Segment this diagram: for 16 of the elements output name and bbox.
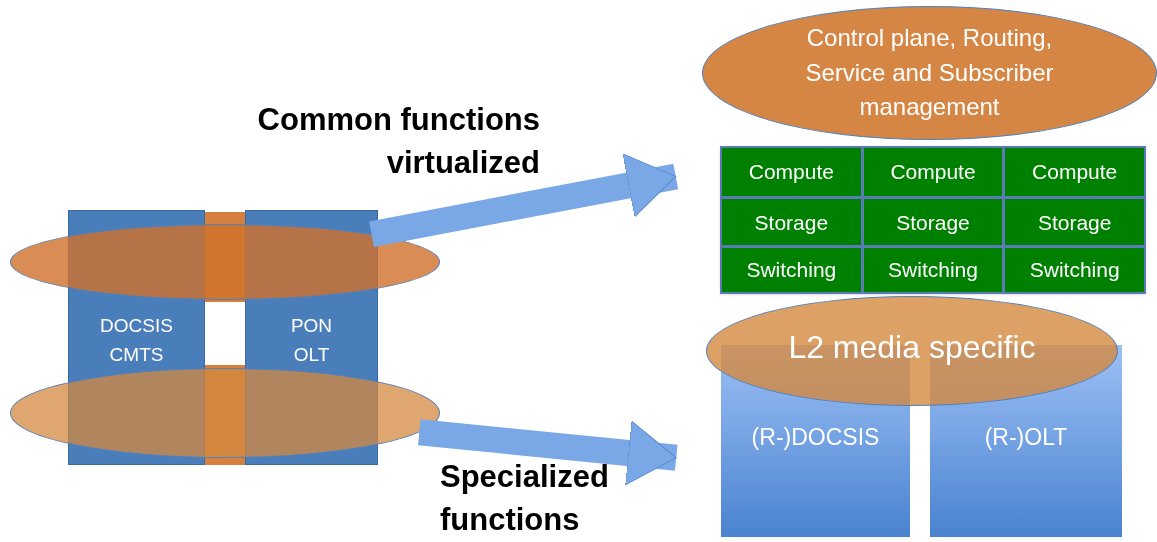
grid-cell: Compute [863, 148, 1003, 197]
caption-text: Common functions virtualized [256, 101, 540, 183]
grid-cell: Storage [1005, 199, 1144, 246]
ellipse: Control plane, Routing, Service and Subscriber management [702, 6, 1157, 140]
block-arrow [369, 153, 679, 247]
grid-cell: Switching [1005, 248, 1144, 292]
grid-panel [720, 146, 1146, 294]
grid-cell: Storage [863, 199, 1003, 246]
grid-cell: Compute [722, 148, 861, 197]
grid-cell: Storage [722, 199, 861, 246]
grid-cell: Switching [722, 248, 861, 292]
block-arrow [418, 419, 678, 486]
grid-cell: Switching [863, 248, 1003, 292]
grid-cell: Compute [1005, 148, 1144, 197]
ellipse: L2 media specific [706, 296, 1118, 406]
caption-text: Specialized functions [440, 458, 610, 540]
